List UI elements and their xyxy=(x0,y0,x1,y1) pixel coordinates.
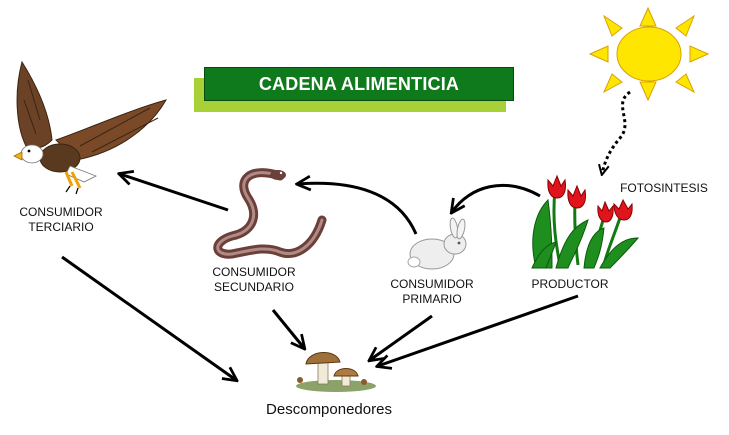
label-primary-consumer: CONSUMIDOR PRIMARIO xyxy=(390,277,474,306)
label-decomposers: Descomponedores xyxy=(266,401,392,418)
mushrooms-icon xyxy=(296,352,376,392)
label-tertiary-consumer: CONSUMIDOR TERCIARIO xyxy=(19,205,103,234)
arrow-producer-to-decomposers xyxy=(378,294,579,366)
arrow-primary-to-decomposers xyxy=(370,314,433,360)
sun-icon xyxy=(588,6,710,102)
snake-icon xyxy=(213,168,327,259)
eagle-icon xyxy=(13,60,168,195)
rabbit-icon xyxy=(407,217,467,270)
label-secondary-consumer: CONSUMIDOR SECUNDARIO xyxy=(212,265,296,294)
label-photosynthesis: FOTOSINTESIS xyxy=(620,181,708,195)
arrow-tertiary-to-decomposers xyxy=(61,255,236,380)
page-title: CADENA ALIMENTICIA xyxy=(204,67,514,101)
arrow-secondary-to-tertiary xyxy=(120,174,229,212)
arrow-secondary-to-decomposers xyxy=(271,309,304,348)
photosynthesis-arrow xyxy=(602,90,631,174)
arrow-producer-to-primary xyxy=(452,183,541,212)
tulips-icon xyxy=(531,174,640,269)
arrow-primary-to-secondary xyxy=(298,183,418,235)
label-producer: PRODUCTOR xyxy=(531,277,609,291)
